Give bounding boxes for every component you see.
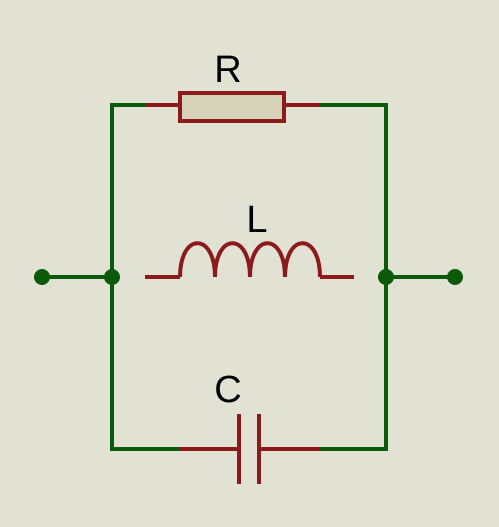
terminal-left bbox=[34, 269, 50, 285]
resistor: R bbox=[145, 49, 320, 123]
capacitor-label: C bbox=[214, 369, 241, 411]
inductor-label: L bbox=[246, 199, 267, 241]
terminal-right bbox=[447, 269, 463, 285]
junction-right bbox=[378, 269, 394, 285]
inductor: L bbox=[145, 199, 354, 279]
inductor-coil bbox=[178, 241, 322, 278]
capacitor: C bbox=[180, 369, 320, 484]
junction-left bbox=[104, 269, 120, 285]
resistor-label: R bbox=[214, 49, 241, 91]
nodes bbox=[34, 269, 463, 285]
resistor-body bbox=[178, 91, 286, 123]
